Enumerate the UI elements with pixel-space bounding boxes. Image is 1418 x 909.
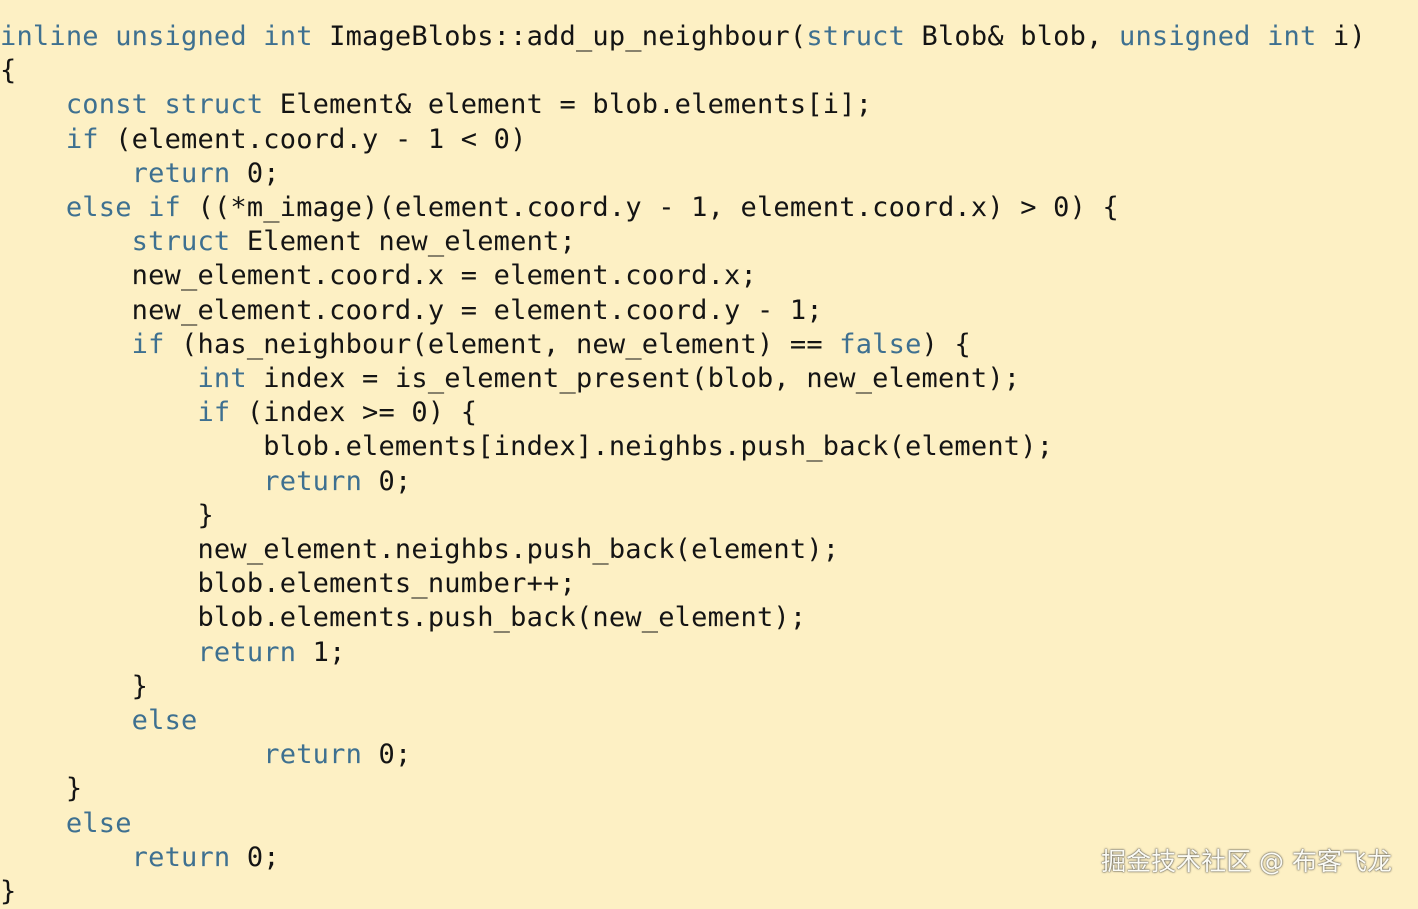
code-text: (element.coord.y - 1 < 0) <box>98 123 527 155</box>
code-text <box>0 89 66 120</box>
code-text: } <box>0 876 17 907</box>
code-keyword: if <box>65 123 99 155</box>
code-text <box>0 397 197 428</box>
code-line: return 0; <box>0 157 280 191</box>
code-keyword: if <box>131 328 165 360</box>
code-text: (index >= 0) { <box>230 397 478 429</box>
code-line: } <box>0 499 214 533</box>
code-text: index = is_element_present(blob, new_ele… <box>246 363 1021 394</box>
code-line: else if ((*m_image)(element.coord.y - 1,… <box>0 191 1119 225</box>
code-text: blob.elements[index].neighbs.push_back(e… <box>0 431 1054 463</box>
code-text: 0; <box>230 157 280 189</box>
code-keyword: else <box>65 807 132 839</box>
code-line: return 1; <box>0 636 346 670</box>
code-keyword: return <box>131 157 231 189</box>
code-text <box>0 124 66 155</box>
code-text: } <box>0 499 214 531</box>
code-text <box>0 808 66 839</box>
code-line: new_element.coord.x = element.coord.x; <box>0 259 757 293</box>
code-text <box>0 466 263 497</box>
code-text: ImageBlobs::add_up_neighbour( <box>312 21 807 52</box>
code-text: (has_neighbour(element, new_element) == <box>164 328 840 360</box>
code-keyword: return <box>131 841 231 873</box>
code-text: Element& element = blob.elements[i]; <box>263 89 873 121</box>
code-text: Element new_element; <box>230 226 576 258</box>
code-keyword: int <box>197 363 247 394</box>
code-line: return 0; <box>0 738 411 772</box>
code-keyword: struct <box>131 226 231 258</box>
code-text: } <box>0 773 83 805</box>
code-line: } <box>0 875 16 909</box>
code-text <box>0 842 132 873</box>
code-text <box>0 192 66 223</box>
code-keyword: return <box>263 739 363 771</box>
code-line: return 0; <box>0 465 411 499</box>
code-line: return 0; <box>0 841 280 875</box>
code-text: 0; <box>362 465 412 497</box>
code-text: ((*m_image)(element.coord.y - 1, element… <box>181 192 1119 223</box>
code-text: ) { <box>921 328 971 360</box>
code-text <box>0 329 132 360</box>
code-line: blob.elements[index].neighbs.push_back(e… <box>0 430 1053 464</box>
code-text: blob.elements_number++; <box>0 568 576 600</box>
code-keyword: return <box>197 636 297 668</box>
code-text: new_element.coord.x = element.coord.x; <box>0 260 757 292</box>
code-line: int index = is_element_present(blob, new… <box>0 362 1020 396</box>
code-keyword: unsigned int <box>1118 21 1317 52</box>
code-text <box>0 637 197 668</box>
code-line: { <box>0 54 16 88</box>
code-line: else <box>0 807 132 841</box>
code-text <box>0 705 132 736</box>
code-keyword: inline unsigned int <box>0 21 313 52</box>
code-keyword: else <box>131 705 198 736</box>
code-text <box>0 226 132 257</box>
code-keyword: else if <box>65 192 182 223</box>
code-line: const struct Element& element = blob.ele… <box>0 88 872 122</box>
code-line: } <box>0 670 148 704</box>
code-line: else <box>0 704 198 738</box>
code-text: 0; <box>362 739 412 771</box>
code-text: Blob& blob, <box>905 21 1119 52</box>
code-line: inline unsigned int ImageBlobs::add_up_n… <box>0 20 1366 54</box>
code-text: new_element.neighbs.push_back(element); <box>0 534 840 565</box>
code-line: if (has_neighbour(element, new_element) … <box>0 328 971 362</box>
code-line: struct Element new_element; <box>0 225 576 259</box>
code-line: blob.elements.push_back(new_element); <box>0 601 806 635</box>
code-keyword: struct <box>806 21 906 52</box>
code-line: new_element.neighbs.push_back(element); <box>0 533 839 567</box>
code-text <box>0 158 132 189</box>
code-line: if (element.coord.y - 1 < 0) <box>0 123 527 157</box>
code-keyword: const struct <box>65 89 264 121</box>
code-keyword: if <box>197 397 231 429</box>
code-text: } <box>0 670 149 702</box>
code-line: new_element.coord.y = element.coord.y - … <box>0 294 823 328</box>
code-line: } <box>0 772 82 806</box>
code-text: blob.elements.push_back(new_element); <box>0 602 807 634</box>
code-line: blob.elements_number++; <box>0 567 576 601</box>
watermark: 掘金技术社区 @ 布客飞龙 <box>1101 847 1392 876</box>
code-text: 0; <box>230 841 280 873</box>
code-keyword: return <box>263 465 363 497</box>
code-text: new_element.coord.y = element.coord.y - … <box>0 294 823 326</box>
code-text <box>0 363 197 394</box>
code-text: { <box>0 55 17 87</box>
code-text: i) <box>1316 21 1366 52</box>
code-keyword: false <box>839 328 922 360</box>
code-line: if (index >= 0) { <box>0 396 477 430</box>
code-text: 1; <box>296 636 346 668</box>
code-text <box>0 739 263 770</box>
